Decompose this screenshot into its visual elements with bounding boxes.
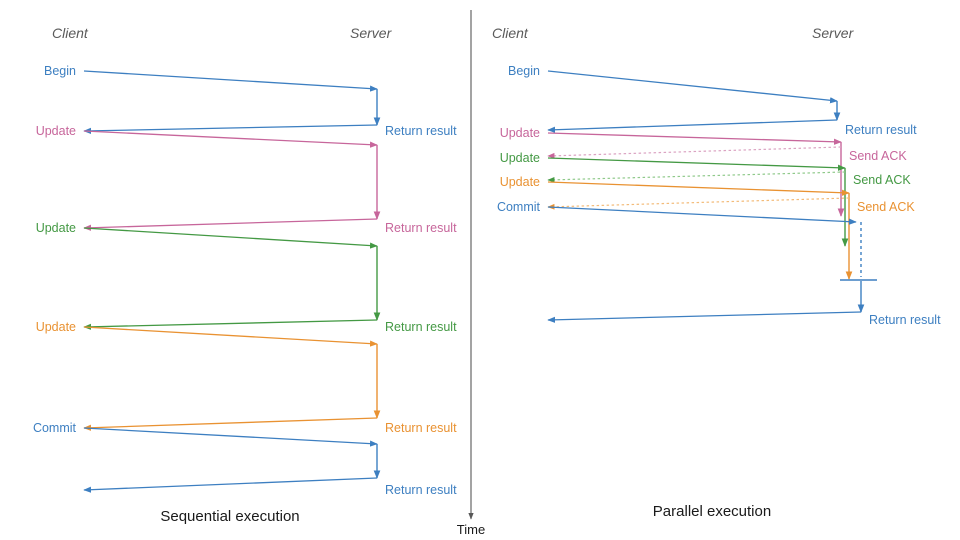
message-arrow xyxy=(83,70,378,92)
message-arrow xyxy=(83,326,378,347)
message-label: Update xyxy=(500,151,540,165)
message-label: Return result xyxy=(869,313,941,327)
message-arrow xyxy=(83,319,378,330)
message-label: Begin xyxy=(44,64,76,78)
message-arrow xyxy=(547,311,862,323)
message-arrow xyxy=(547,132,842,145)
message-label: Update xyxy=(500,175,540,189)
message-arrow xyxy=(83,427,378,447)
lane-title-client: Client xyxy=(492,25,529,41)
lane-title-server: Server xyxy=(812,25,855,41)
message-arrow xyxy=(547,206,857,225)
message-label: Return result xyxy=(385,320,457,334)
message-arrow xyxy=(547,119,838,133)
lane-title-server: Server xyxy=(350,25,393,41)
message-label: Send ACK xyxy=(853,173,911,187)
message-label: Commit xyxy=(497,200,541,214)
message-label: Begin xyxy=(508,64,540,78)
message-label: Return result xyxy=(385,421,457,435)
message-label: Update xyxy=(36,221,76,235)
message-arrow xyxy=(547,157,846,171)
message-arrow xyxy=(83,124,378,134)
message-arrow xyxy=(83,477,378,493)
message-label: Commit xyxy=(33,421,77,435)
message-arrow xyxy=(547,181,850,196)
panel-caption: Parallel execution xyxy=(653,503,771,520)
message-label: Send ACK xyxy=(857,200,915,214)
message-arrow xyxy=(83,218,378,231)
message-label: Update xyxy=(500,126,540,140)
panel-caption: Sequential execution xyxy=(160,508,299,525)
message-arrow xyxy=(547,171,846,183)
message-label: Send ACK xyxy=(849,149,907,163)
message-label: Update xyxy=(36,124,76,138)
message-label: Update xyxy=(36,320,76,334)
message-arrow xyxy=(547,70,838,104)
message-arrow xyxy=(547,197,850,210)
message-label: Return result xyxy=(385,221,457,235)
message-arrow xyxy=(547,146,842,159)
time-axis-label: Time xyxy=(457,522,485,537)
message-label: Return result xyxy=(385,124,457,138)
lane-title-client: Client xyxy=(52,25,89,41)
message-arrow xyxy=(83,130,378,148)
message-label: Return result xyxy=(385,483,457,497)
message-label: Return result xyxy=(845,123,917,137)
message-arrow xyxy=(83,417,378,431)
message-arrow xyxy=(83,227,378,249)
